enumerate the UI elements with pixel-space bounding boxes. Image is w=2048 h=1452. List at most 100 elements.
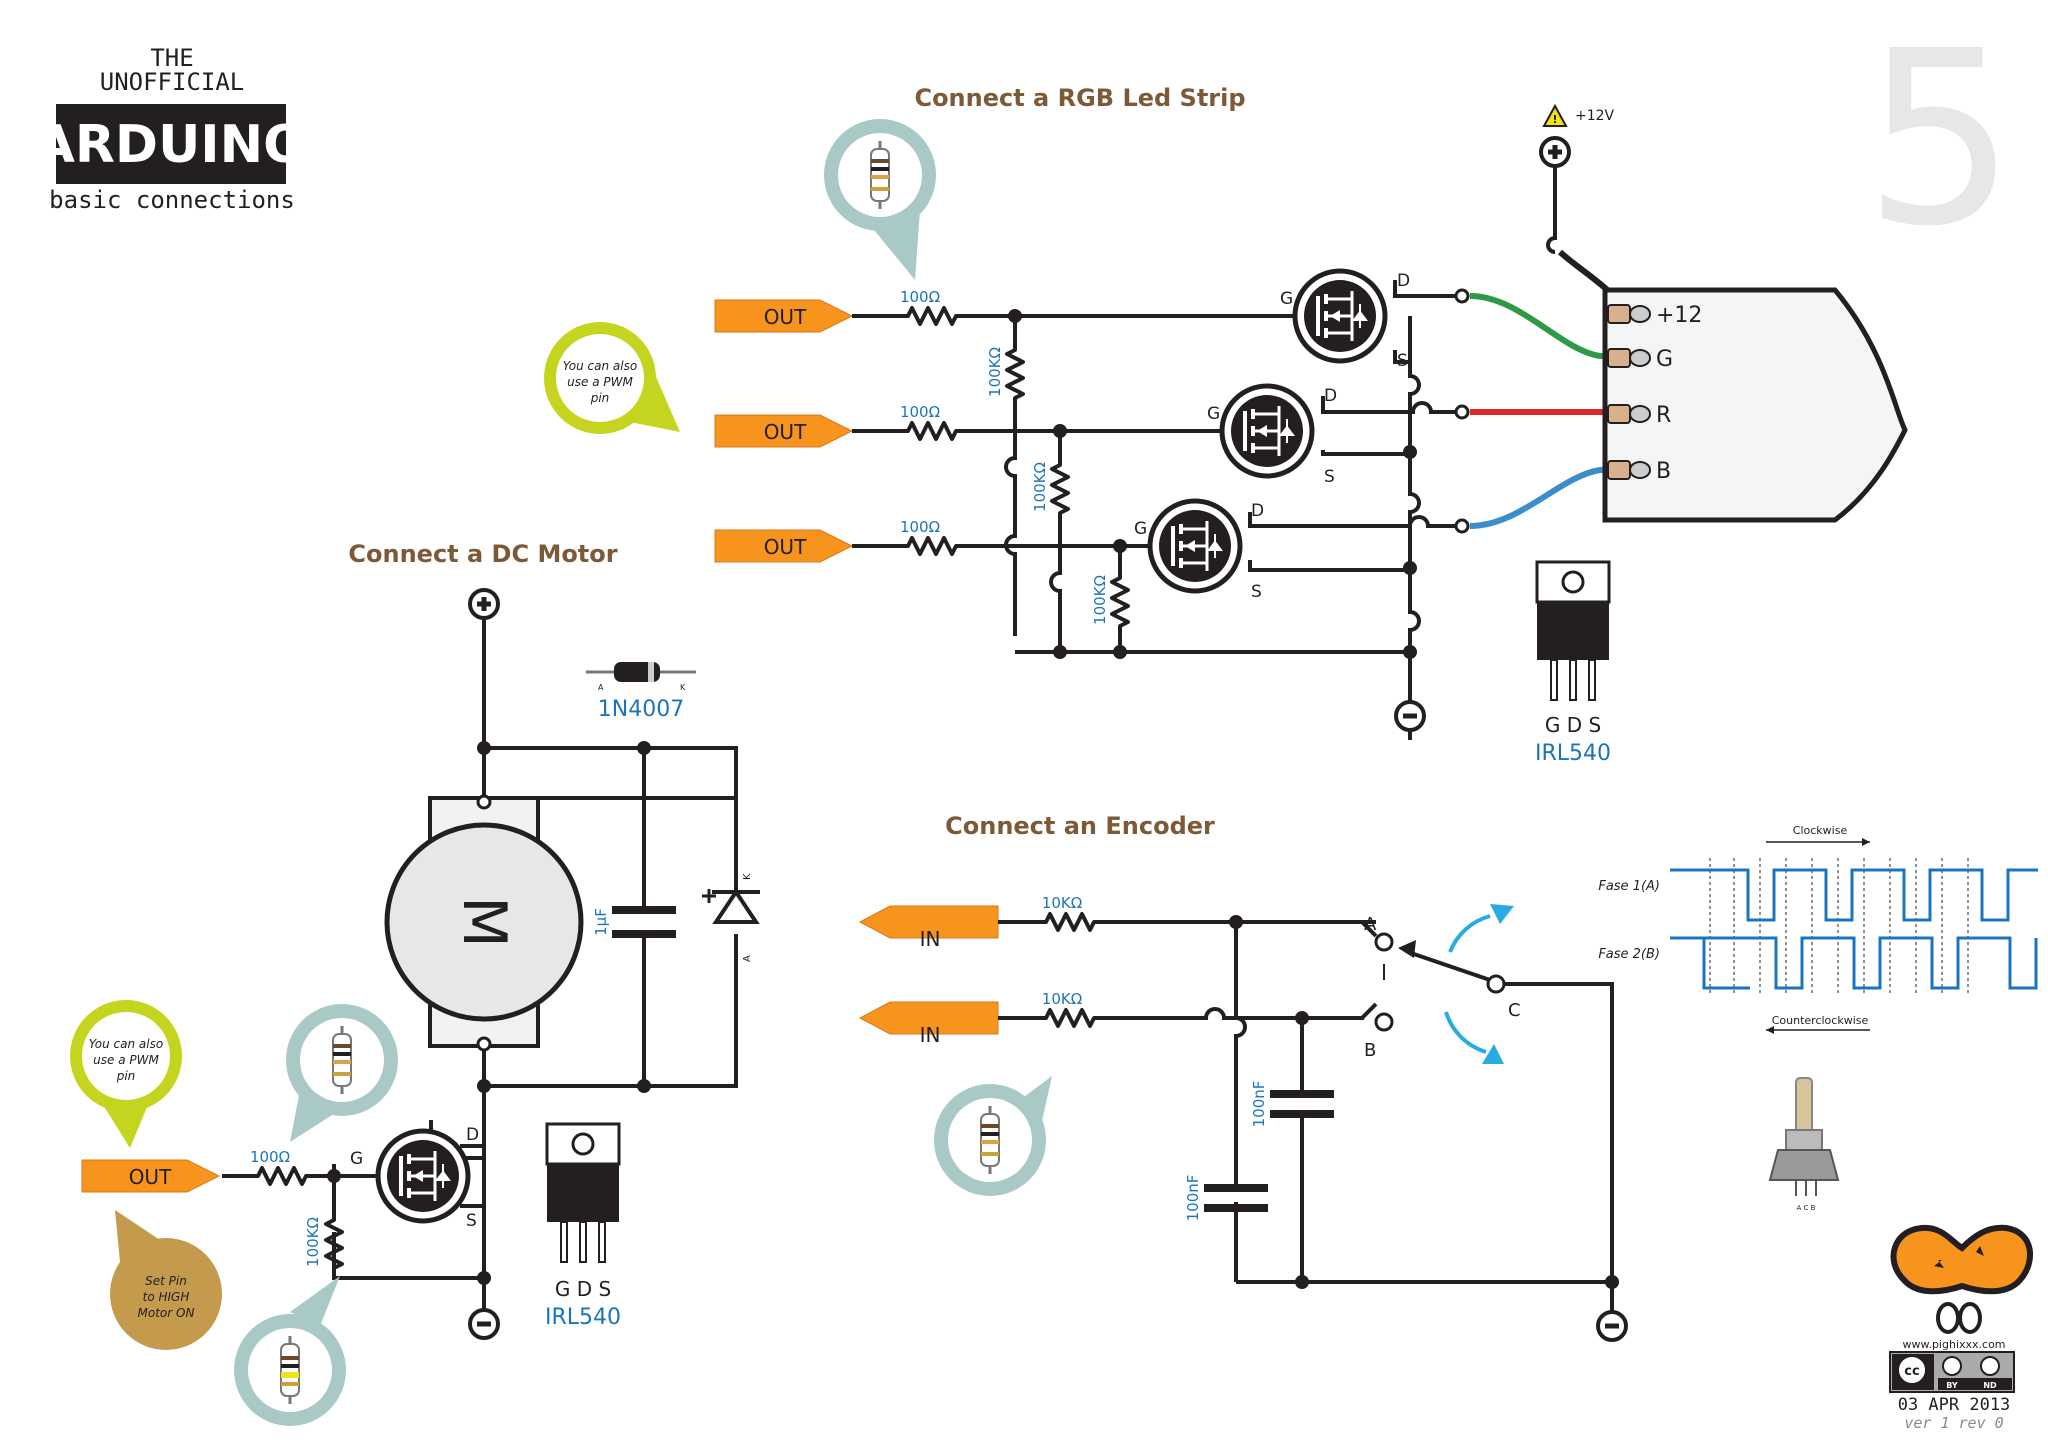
mosfet-1-d: D <box>1397 271 1410 291</box>
motor-mosfet <box>378 1131 468 1221</box>
date-label: 03 APR 2013 <box>1898 1395 2011 1415</box>
wire-blue <box>1469 467 1630 529</box>
nd-icon <box>1980 1356 2000 1376</box>
mosfet-package <box>545 1122 621 1264</box>
diode-part: 1N4007 <box>598 697 684 722</box>
warning-icon <box>1542 103 1568 127</box>
label-10k-2: 10KΩ <box>1042 990 1082 1008</box>
rgb-junctions <box>1008 309 1417 659</box>
cc-label: cc <box>1904 1364 1919 1379</box>
resistor-100-1 <box>898 306 966 326</box>
capacitor-1uf: 1µF <box>592 906 676 938</box>
strip-pin-r: R <box>1656 403 1671 428</box>
mosfet-2 <box>1222 386 1312 476</box>
resistor-10k-1 <box>1036 912 1104 932</box>
resistor-100k-1 <box>1005 340 1025 408</box>
motor-pwm-line1: You can also <box>89 1037 163 1051</box>
brand-label: ARDUINO <box>35 115 308 175</box>
motor-out-tag: OUT <box>81 1159 221 1193</box>
brand-box <box>56 104 286 184</box>
strip-pin-g: G <box>1656 347 1673 372</box>
high-line1: Set Pin <box>145 1274 187 1288</box>
resistor-icon <box>869 139 891 211</box>
version-label: ver 1 rev 0 <box>1904 1414 2003 1432</box>
clockwise-label: Clockwise <box>1793 824 1848 837</box>
resistor-100k-2 <box>1050 455 1070 523</box>
motor-pkg-pins: G D S <box>555 1277 611 1301</box>
led-strip-connector: +12 G R B <box>1602 287 1908 523</box>
title-line-2: UNOFFICIAL <box>100 68 245 96</box>
rgb-wires <box>852 148 1557 740</box>
phase-b-wave <box>1704 936 2038 990</box>
motor-resistor-bubble-2 <box>234 1276 346 1426</box>
resistor-10k-2 <box>1036 1008 1104 1028</box>
motor-part-label: IRL540 <box>545 1305 621 1330</box>
diode-k: K <box>742 873 753 880</box>
motor-title: Connect a DC Motor <box>348 540 617 568</box>
out-label: OUT <box>764 535 807 559</box>
subtitle: basic connections <box>49 186 295 214</box>
cap-label-1: 100nF <box>1250 1081 1268 1128</box>
pwm-note-bubble: You can also use a PWM pin <box>544 322 680 434</box>
capacitor-100nf-1: 100nF <box>1250 1081 1334 1128</box>
ground-icon <box>468 1308 500 1340</box>
motor-d: D <box>466 1125 479 1145</box>
ground-icon <box>1394 700 1426 732</box>
high-line3: Motor ON <box>138 1306 195 1320</box>
motor-pwm-line2: use a PWM <box>93 1053 159 1067</box>
resistor-bubble <box>824 119 936 280</box>
in-label: IN <box>920 927 941 951</box>
mosfet-3 <box>1150 501 1240 591</box>
resistor-100 <box>248 1166 316 1186</box>
page-number: 5 <box>1864 0 2017 279</box>
pwm-note-line3: pin <box>590 391 610 405</box>
knob-pins: A C B <box>1797 1204 1816 1212</box>
motor-s: S <box>466 1211 477 1231</box>
encoder-switch: A B C <box>1364 904 1521 1064</box>
label-100-1: 100Ω <box>900 288 940 306</box>
diode-component: A K 1N4007 <box>586 662 696 722</box>
resistor-100-2 <box>898 421 966 441</box>
nd-label: ND <box>1983 1381 1997 1390</box>
supply-label: +12V <box>1575 108 1615 124</box>
rgb-title: Connect a RGB Led Strip <box>914 84 1245 112</box>
rgb-section: Connect a RGB Led Strip You can also use… <box>544 84 1908 766</box>
motor-letter: M <box>449 896 519 948</box>
rgb-out-tag-3: OUT <box>714 529 854 563</box>
wire-green <box>1469 293 1630 359</box>
pighixxx-logo <box>1890 1224 2034 1334</box>
encoder-resistor-bubble <box>934 1076 1052 1196</box>
label-100k-3: 100KΩ <box>1091 575 1109 625</box>
phase2-label: Fase 2(B) <box>1598 947 1660 962</box>
mosfet-1-g: G <box>1280 289 1293 309</box>
flyback-diode: K A <box>702 873 760 962</box>
label-100k-2: 100KΩ <box>1031 462 1049 512</box>
motor-high-bubble: Set Pin to HIGH Motor ON <box>110 1210 222 1350</box>
resistor-100k-3 <box>1110 568 1130 636</box>
site-url: www.pighixxx.com <box>1902 1338 2005 1351</box>
resistor-100k <box>324 1210 344 1278</box>
encoder-title: Connect an Encoder <box>945 812 1215 840</box>
counterclockwise-label: Counterclockwise <box>1772 1014 1869 1027</box>
plus-icon <box>468 588 500 620</box>
strip-pin-b: B <box>1656 459 1671 484</box>
mosfet-2-g: G <box>1207 404 1220 424</box>
by-icon <box>1942 1356 1962 1376</box>
resistor-100-3 <box>898 536 966 556</box>
arrow-ccw-icon <box>1482 1044 1504 1064</box>
resistor-icon <box>279 1334 301 1406</box>
label-100-2: 100Ω <box>900 403 940 421</box>
encoder-junctions <box>1229 915 1619 1289</box>
ground-icon <box>1596 1310 1628 1342</box>
mosfet-pin-labels: G D S G D S G D S <box>1134 271 1410 602</box>
motor-out-label: OUT <box>129 1165 172 1189</box>
motor-g: G <box>350 1149 363 1169</box>
motor-mosfet-pins: G D S <box>350 1125 479 1231</box>
diode-a: A <box>742 955 753 962</box>
arrow-cw-icon <box>1490 904 1514 924</box>
cap-label: 1µF <box>592 908 610 936</box>
in-label: IN <box>920 1023 941 1047</box>
out-label: OUT <box>764 305 807 329</box>
